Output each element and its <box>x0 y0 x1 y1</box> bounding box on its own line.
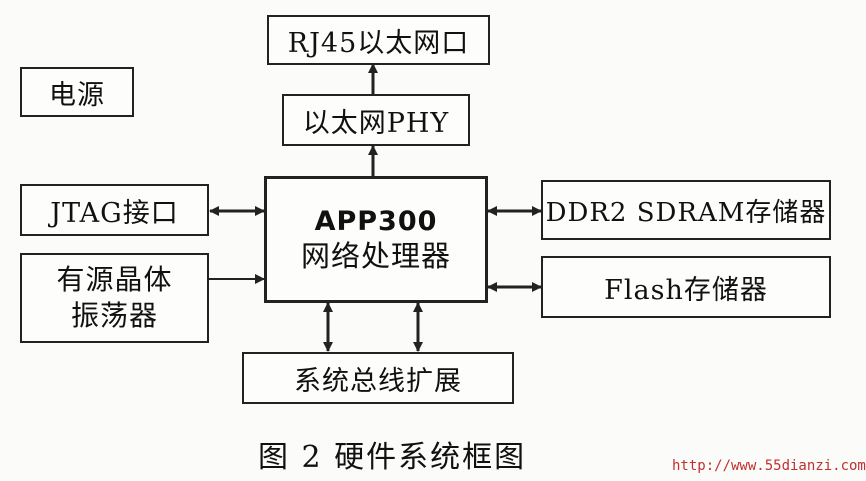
flash-memory-block: Flash存储器 <box>541 256 831 318</box>
ddr2-sdram-block: DDR2 SDRAM存储器 <box>541 180 831 240</box>
watermark-url: http://www.55dianzi.com <box>672 458 866 474</box>
jtag-interface-block: JTAG接口 <box>20 184 209 236</box>
network-processor-block: APP300 网络处理器 <box>264 176 488 303</box>
ethernet-phy-block: 以太网PHY <box>282 94 470 146</box>
processor-type-label: 网络处理器 <box>300 239 451 274</box>
crystal-oscillator-block: 有源晶体 振荡器 <box>20 253 209 343</box>
power-block: 电源 <box>20 67 134 117</box>
figure-caption: 图 2 硬件系统框图 <box>258 440 527 475</box>
rj45-port-block: RJ45以太网口 <box>267 15 490 65</box>
processor-model-label: APP300 <box>314 205 438 237</box>
system-bus-expansion-block: 系统总线扩展 <box>242 352 514 404</box>
oscillator-label-line1: 有源晶体 <box>56 262 173 296</box>
oscillator-label-line2: 振荡器 <box>70 299 158 332</box>
